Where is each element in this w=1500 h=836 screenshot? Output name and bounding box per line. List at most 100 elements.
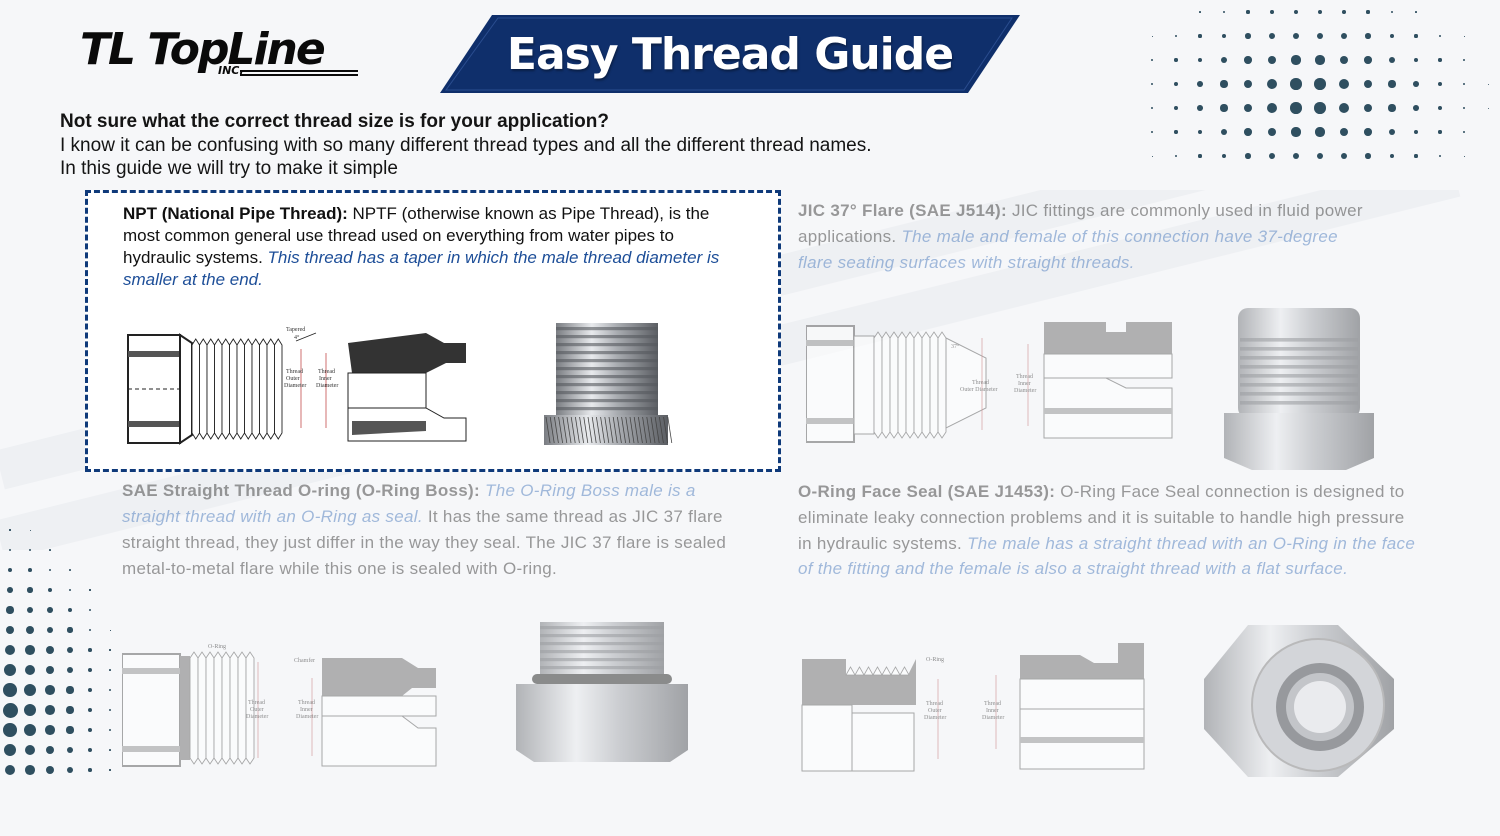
decor-dot <box>45 725 55 735</box>
decor-dot <box>3 723 17 737</box>
decor-dot <box>1290 102 1302 114</box>
decor-dot <box>1413 129 1419 135</box>
decor-dot <box>109 749 111 751</box>
decor-dot <box>4 664 16 676</box>
orb-label-outer-2: Outer <box>250 707 264 713</box>
thread-tooth <box>236 338 245 440</box>
knurl-line <box>650 416 656 444</box>
jic-name: JIC 37° Flare (SAE J514): <box>798 201 1007 220</box>
knurl-line <box>545 416 551 444</box>
jic-text: JIC fittings are commonly used in fluid … <box>798 201 1363 246</box>
knurl-line <box>612 416 618 444</box>
decor-dot <box>25 645 35 655</box>
orb-label-chamfer: Chamfer <box>294 657 315 664</box>
jic-label-outer-1: Thread <box>972 380 989 386</box>
decor-dot <box>1314 102 1326 114</box>
npt-description: NPT (National Pipe Thread): NPTF (otherw… <box>123 203 743 291</box>
npt-section: NPT (National Pipe Thread): NPTF (otherw… <box>85 190 781 472</box>
decor-dot <box>1151 155 1153 157</box>
decor-dot <box>1413 57 1419 63</box>
decor-dot <box>4 764 16 776</box>
thread-tooth <box>881 331 891 439</box>
decor-dot <box>28 548 32 552</box>
knurl-line <box>587 416 593 444</box>
decor-dot <box>1315 127 1325 137</box>
decor-dot <box>27 587 33 593</box>
decor-dot <box>45 665 55 675</box>
decor-dot <box>4 744 16 756</box>
photo-ridge <box>1240 383 1358 387</box>
decor-dot <box>1317 9 1322 14</box>
decor-dot <box>1221 33 1227 39</box>
decor-dot <box>45 765 54 774</box>
decor-dot <box>1266 102 1278 114</box>
decor-dot <box>1338 102 1350 114</box>
decor-dot <box>6 606 14 614</box>
thread-tooth <box>237 651 247 765</box>
thread-tooth <box>213 651 223 765</box>
npt-label-inner-2: Inner <box>319 376 332 382</box>
logo-wordmark: TL TopLine <box>80 24 326 75</box>
decorative-dots-top-right <box>1140 0 1500 160</box>
npt-italic: This thread has a taper in which the mal… <box>123 248 720 289</box>
decor-dot <box>67 607 72 612</box>
npt-label-deg: 4° <box>294 334 300 341</box>
sae-orb-section: SAE Straight Thread O-ring (O-Ring Boss)… <box>122 478 782 778</box>
decor-dot <box>1267 55 1277 65</box>
decor-dot <box>1151 59 1153 61</box>
decor-dot <box>88 768 92 772</box>
decor-dot <box>1437 81 1443 87</box>
thread-tooth <box>199 338 208 440</box>
photo-ridge <box>540 626 664 630</box>
sae-name: SAE Straight Thread O-ring (O-Ring Boss)… <box>122 481 480 500</box>
decor-dot <box>68 588 72 592</box>
decor-dot <box>109 769 111 771</box>
decor-dot <box>1415 11 1417 13</box>
banner-shape <box>440 15 1020 93</box>
thread-tooth <box>205 651 215 765</box>
knurl-line <box>596 416 601 444</box>
npt-label-inner-3: Diameter <box>316 383 338 389</box>
decor-dot <box>1198 34 1202 38</box>
decor-dot <box>1463 35 1465 37</box>
photo-ridge <box>1240 374 1358 378</box>
intro-question: Not sure what the correct thread size is… <box>60 111 609 132</box>
intro-text: Not sure what the correct thread size is… <box>60 110 960 181</box>
knurl-line <box>659 416 664 444</box>
decor-dot <box>1290 78 1302 90</box>
decor-dot <box>1244 128 1252 136</box>
decor-dot <box>1487 83 1489 85</box>
thread-tooth <box>229 651 239 765</box>
sae-description: SAE Straight Thread O-ring (O-Ring Boss)… <box>122 478 732 582</box>
decor-dot <box>1462 82 1466 86</box>
decor-dot <box>23 703 37 717</box>
decor-dot <box>1340 152 1348 160</box>
decor-dot <box>1389 33 1395 39</box>
photo-ridge <box>556 327 658 331</box>
decor-dot <box>1173 81 1179 87</box>
decor-dot <box>66 726 74 734</box>
page-title: Easy Thread Guide <box>506 29 954 80</box>
orfs-section: O-Ring Face Seal (SAE J1453): O-Ring Fac… <box>798 479 1488 789</box>
photo-ridge <box>556 399 658 403</box>
decor-dot <box>67 627 73 633</box>
decor-dot <box>45 645 54 654</box>
thread-tooth <box>929 331 939 439</box>
knurl-line <box>579 416 584 444</box>
decor-dot <box>1268 152 1276 160</box>
decor-dot <box>25 625 35 635</box>
npt-label-outer-1: Thread <box>286 369 303 375</box>
thread-tooth <box>221 338 230 440</box>
decor-dot <box>1174 130 1178 134</box>
logo-underline <box>240 70 358 80</box>
decor-dot <box>1462 106 1466 110</box>
knurl-line <box>621 416 626 444</box>
thread-tooth <box>854 666 865 676</box>
decor-dot <box>1220 128 1228 136</box>
decor-dot <box>45 745 55 755</box>
decor-dot <box>1151 131 1153 133</box>
decor-dot <box>1246 10 1250 14</box>
photo-ridge <box>1240 392 1358 396</box>
decor-dot <box>1413 105 1419 111</box>
npt-label-outer-2: Outer <box>286 376 300 382</box>
